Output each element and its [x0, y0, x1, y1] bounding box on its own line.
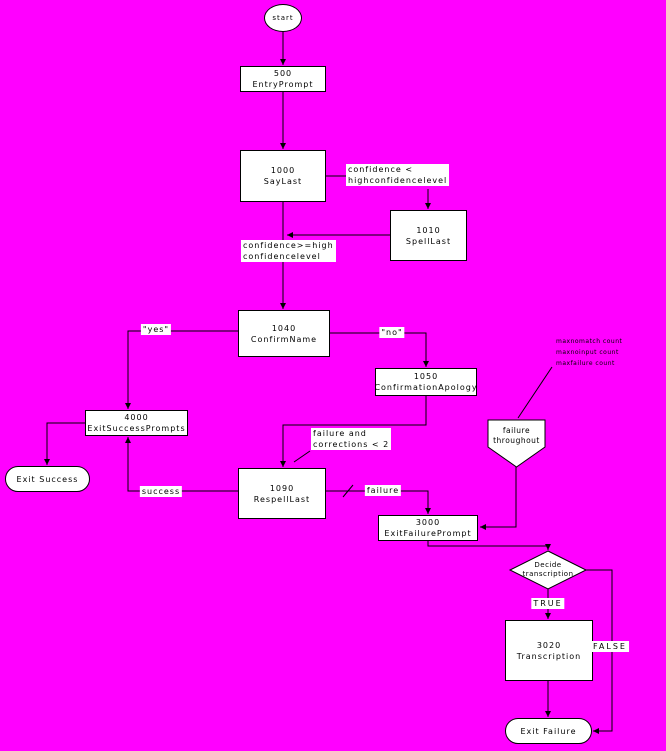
node-exit-failure-prompt-id: 3000 — [415, 518, 441, 527]
edge-apology-to-respelllast — [280, 396, 427, 467]
node-start[interactable]: start — [264, 4, 302, 32]
node-entry-prompt[interactable]: 500 EntryPrompt — [240, 66, 326, 92]
label-failure-and-corrections-line2: corrections < 2 — [313, 440, 390, 449]
edge-confirmname-yes-to-exitsuccessprompts — [125, 330, 238, 409]
node-spell-last-name: SpellLast — [405, 236, 452, 246]
node-exit-failure-label: Exit Failure — [520, 726, 577, 736]
pentagon-line2: throughout — [493, 436, 540, 445]
node-say-last-name: SayLast — [263, 177, 303, 186]
label-yes[interactable]: "yes" — [140, 324, 172, 335]
node-confirm-name[interactable]: 1040 ConfirmName — [238, 310, 330, 357]
node-entry-prompt-name: EntryPrompt — [252, 80, 314, 89]
node-confirmation-apology-id: 1050 — [413, 372, 439, 381]
pentagon-line1: failure — [502, 426, 531, 435]
decision-line2: transcription — [522, 570, 574, 578]
node-start-label: start — [272, 13, 294, 22]
node-transcription-name: Transcription — [516, 651, 582, 661]
node-exit-success-prompts[interactable]: 4000 ExitSuccessPrompts — [85, 410, 188, 436]
node-say-last[interactable]: 1000 SayLast — [240, 150, 326, 202]
node-exit-failure-prompt-name: ExitFailurePrompt — [384, 529, 472, 538]
label-failure-and-corrections[interactable]: failure and corrections < 2 — [311, 428, 392, 450]
label-confidence-low-line2: highconfidencelevel — [348, 176, 448, 185]
node-spell-last-id: 1010 — [416, 225, 441, 235]
label-confidence-low-line1: confidence < — [348, 165, 414, 174]
edge-respell-success-to-exitsuccessprompts — [125, 437, 238, 492]
line-jump-mark — [342, 484, 354, 498]
node-transcription[interactable]: 3020 Transcription — [505, 620, 593, 681]
node-exit-success-prompts-name: ExitSuccessPrompts — [87, 424, 186, 433]
label-true[interactable]: TRUE — [531, 598, 565, 609]
node-say-last-id: 1000 — [270, 166, 296, 175]
callout-annotation-to-pentagon — [517, 366, 553, 419]
pentagon-failure-throughout-shape[interactable] — [487, 419, 546, 468]
label-false[interactable]: FALSE — [591, 641, 629, 652]
node-exit-success-label: Exit Success — [16, 474, 79, 484]
node-respell-last-id: 1090 — [269, 483, 295, 493]
callout-failure-corrections — [293, 450, 311, 463]
node-confirmation-apology[interactable]: 1050 ConfirmationApology — [374, 368, 478, 396]
annotation-line3: maxfailure count — [556, 360, 615, 367]
node-exit-success-prompts-id: 4000 — [124, 413, 149, 422]
label-confidence-high[interactable]: confidence>=high confidencelevel — [241, 240, 336, 262]
node-confirm-name-name: ConfirmName — [250, 334, 318, 344]
node-exit-failure-prompt[interactable]: 3000 ExitFailurePrompt — [378, 515, 478, 541]
label-failure[interactable]: failure — [364, 485, 402, 496]
edge-exitfailureprompt-to-decide — [427, 541, 551, 550]
edge-exitsuccessprompts-to-exitsuccess — [44, 422, 85, 465]
label-confidence-low[interactable]: confidence < highconfidencelevel — [346, 164, 450, 186]
edge-confirmname-no-to-apology — [330, 332, 429, 367]
node-exit-success[interactable]: Exit Success — [5, 466, 90, 492]
label-failure-and-corrections-line1: failure and — [313, 429, 367, 438]
pentagon-failure-throughout-text: failure throughout — [488, 424, 545, 448]
node-confirm-name-id: 1040 — [271, 323, 297, 333]
label-success[interactable]: success — [139, 486, 183, 497]
label-no[interactable]: "no" — [379, 327, 405, 338]
decision-decide-transcription-shape[interactable] — [508, 550, 588, 590]
node-transcription-id: 3020 — [536, 640, 562, 650]
decision-line1: Decide — [534, 561, 562, 569]
edge-failurethroughout-to-exitfailureprompt — [480, 467, 517, 530]
decision-decide-transcription-text: Decide transcription — [510, 553, 586, 587]
annotation-failure-conditions: maxnomatch count maxnoinput count maxfai… — [556, 336, 622, 369]
node-respell-last-name: RespellLast — [253, 494, 311, 504]
node-respell-last[interactable]: 1090 RespellLast — [238, 468, 326, 519]
label-confidence-high-line1: confidence>=high — [243, 241, 334, 250]
edge-respell-failure-to-exitfailureprompt — [326, 490, 431, 514]
node-spell-last[interactable]: 1010 SpellLast — [390, 210, 467, 261]
label-confidence-high-line2: confidencelevel — [243, 252, 321, 261]
node-confirmation-apology-name: ConfirmationApology — [374, 383, 478, 392]
node-entry-prompt-id: 500 — [273, 69, 293, 78]
node-exit-failure[interactable]: Exit Failure — [505, 718, 592, 744]
annotation-line2: maxnoinput count — [556, 349, 619, 356]
annotation-line1: maxnomatch count — [556, 338, 623, 345]
